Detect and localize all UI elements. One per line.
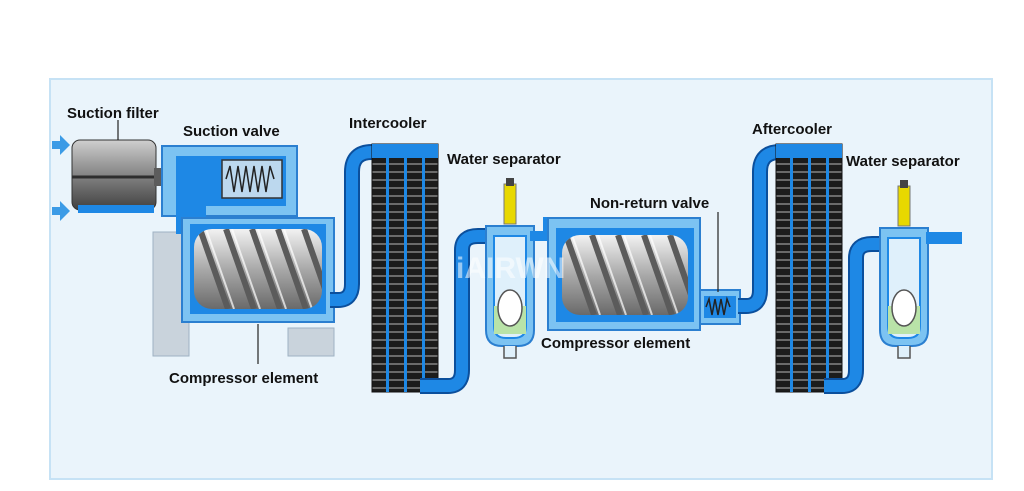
suction-filter	[71, 139, 168, 213]
screw-rotor-2	[562, 235, 688, 315]
compressor-element-1	[181, 217, 335, 323]
compressor-element-2	[547, 217, 701, 331]
label-water-separator-2: Water separator	[846, 153, 960, 170]
label-suction-valve: Suction valve	[183, 123, 280, 140]
aftercooler	[775, 143, 843, 393]
label-non-return-valve: Non-return valve	[590, 195, 709, 212]
water-separator-1	[485, 178, 535, 359]
label-water-separator-1: Water separator	[447, 151, 561, 168]
drain-valve-1	[503, 183, 517, 225]
water-separator-2	[879, 180, 929, 359]
non-return-valve-spring	[705, 296, 731, 316]
label-intercooler: Intercooler	[349, 115, 427, 132]
drain-valve-2	[897, 185, 911, 227]
leader-lines	[117, 120, 719, 364]
outlet-pipe	[926, 232, 962, 244]
label-aftercooler: Aftercooler	[752, 121, 832, 138]
label-compressor-element-1: Compressor element	[169, 370, 318, 387]
intercooler	[371, 143, 439, 393]
label-compressor-element-2: Compressor element	[541, 335, 690, 352]
label-suction-filter: Suction filter	[67, 105, 159, 122]
watermark: iAIRWN	[456, 252, 565, 285]
screw-rotor-1	[194, 229, 322, 309]
non-return-valve	[699, 289, 741, 325]
suction-valve-spring	[225, 165, 275, 193]
